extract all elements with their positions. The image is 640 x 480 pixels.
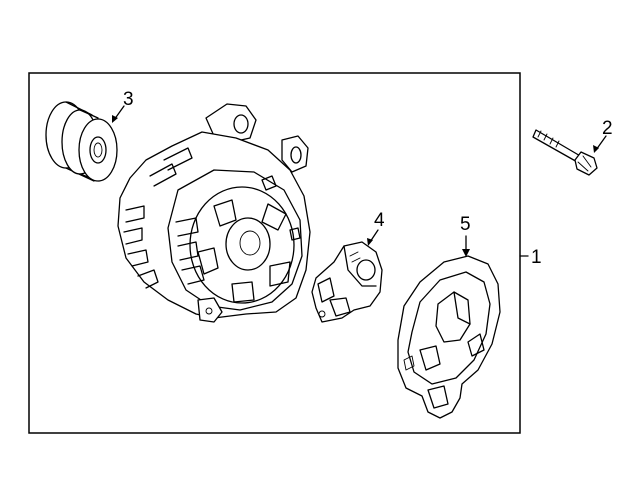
leader-arrow-4 (367, 238, 373, 246)
callout-2[interactable]: 2 (602, 118, 613, 139)
callout-4[interactable]: 4 (374, 210, 385, 231)
callout-3[interactable]: 3 (123, 89, 134, 110)
alternator-body-part[interactable] (117, 103, 311, 323)
regulator-part[interactable] (311, 241, 383, 323)
rear-cover-part[interactable] (397, 255, 501, 419)
leader-arrow-2 (593, 145, 599, 153)
pulley-part[interactable] (45, 101, 118, 182)
leader-arrow-5 (462, 249, 470, 257)
callout-5[interactable]: 5 (460, 214, 471, 235)
bolt-part[interactable] (532, 129, 598, 176)
assembly-frame (28, 72, 521, 434)
callout-1[interactable]: 1 (531, 247, 542, 268)
leader-arrow-3 (112, 115, 118, 123)
